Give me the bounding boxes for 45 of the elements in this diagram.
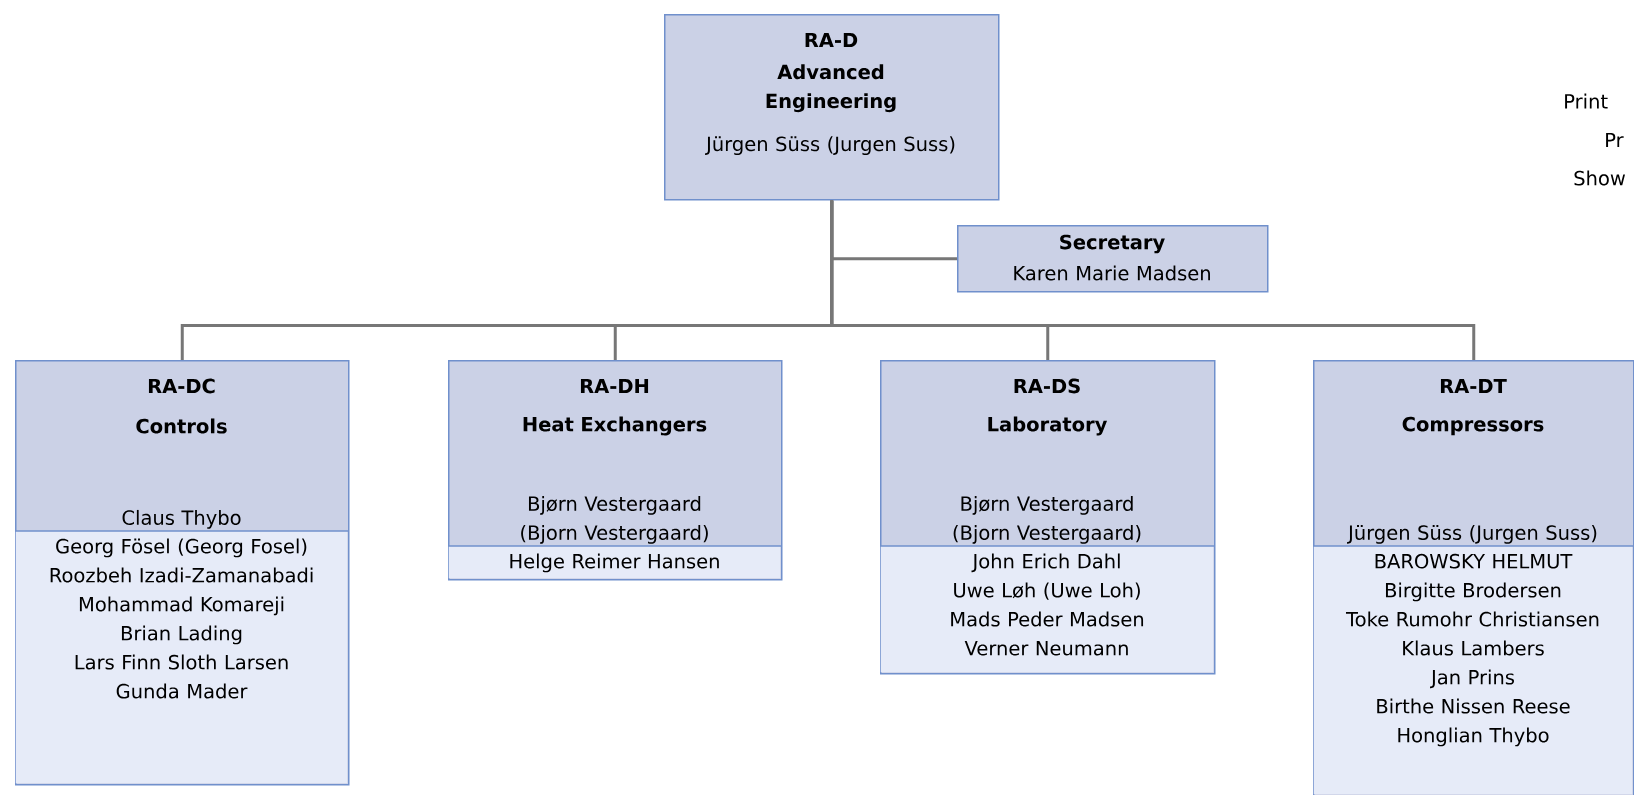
person-name: Jürgen Süss (Jurgen Suss) [705,136,955,156]
unit-code: RA-DS [1014,378,1080,394]
manager-name: Jürgen Süss (Jurgen Suss) [1347,524,1597,544]
unit-box [447,360,783,581]
unit-box [1312,360,1634,795]
member-name: Gunda Mader [116,683,248,699]
member-name: John Erich Dahl [971,553,1120,573]
unit-code: RA-DC [148,378,215,394]
member-name: Birgitte Brodersen [1386,582,1561,602]
person-name: Karen Marie Madsen [1014,265,1210,281]
unit-name: Compressors [1402,416,1544,436]
member-name: Mads Peder Madsen [951,611,1144,627]
unit-code: RA-DT [1440,378,1507,394]
member-name: Mohammad Komareji [79,596,284,616]
member-name: Verner Neumann [964,641,1128,656]
member-name: Jan Prins [1430,669,1515,689]
connector-line [830,200,1476,360]
member-name: Klaus Lambers [1403,640,1544,656]
manager-name: Bjørn Vestergaard (Bjorn Vestergaard) [521,495,708,544]
unit-name: Heat Exchangers [523,416,707,436]
member-name: Lars Finn Sloth Larsen [75,654,288,670]
member-name: Brian Lading [121,625,242,645]
member-name: Uwe Løh (Uwe Loh) [954,582,1140,600]
manager-name: Claus Thybo [122,509,241,529]
unit-code: RA-DH [580,378,649,394]
link-text: Print [1565,93,1608,109]
member-name: Birthe Nissen Reese [1377,698,1570,714]
member-name: Roozbeh Izadi-Zamanabadi [50,567,313,583]
org-box [664,14,1000,201]
heading: RA-D [805,32,858,48]
member-name: Honglian Thybo [1398,727,1549,747]
member-name: Helge Reimer Hansen [510,553,719,573]
heading: Advanced Engineering [766,64,896,113]
org-box [957,225,1269,293]
unit-box [14,360,350,786]
member-name: Toke Rumohr Christiansen [1346,611,1599,627]
member-name: Georg Fösel (Georg Fosel) [56,538,307,558]
manager-name: Bjørn Vestergaard (Bjorn Vestergaard) [953,495,1141,544]
member-name: BAROWSKY HELMUT [1375,553,1573,569]
link-text: Show [1574,170,1625,186]
unit-box [879,360,1216,675]
unit-name: Laboratory [988,416,1108,436]
unit-name: Controls [136,418,227,434]
link-text: Pr [1606,132,1624,148]
heading: Secretary [1060,234,1165,254]
